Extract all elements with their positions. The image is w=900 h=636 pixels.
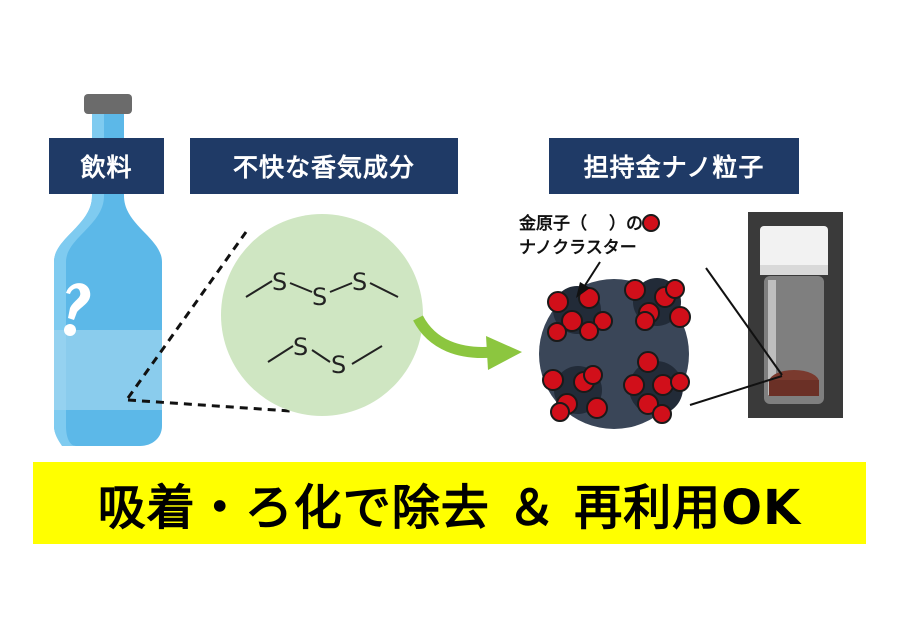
cluster-annotation-line1a: 金原子（ — [519, 214, 587, 234]
sulfur-atom: S — [312, 283, 327, 311]
label-beverage: 飲料 — [49, 138, 164, 194]
pointer-line-vial — [689, 375, 783, 406]
molecule-bonds — [245, 280, 399, 365]
sulfur-atom: S — [272, 268, 287, 296]
pointer-line-cluster — [705, 267, 783, 376]
pointer-arrow — [576, 261, 601, 298]
zoom-line-upper — [126, 231, 248, 399]
summary-banner: 吸着・ろ化で除去 ＆ 再利用OK — [33, 462, 866, 544]
vial-photo — [748, 212, 843, 418]
gold-atom-legend-icon — [642, 214, 660, 232]
summary-banner-text: 吸着・ろ化で除去 ＆ 再利用OK — [97, 480, 802, 536]
green-arrow-icon — [413, 315, 522, 370]
cluster-annotation-line2: ナノクラスター — [519, 238, 637, 258]
sulfur-atom: S — [293, 333, 308, 361]
label-gold-nanoparticles: 担持金ナノ粒子 — [549, 138, 799, 194]
gold-atoms — [542, 279, 691, 424]
sulfur-atom: S — [331, 351, 346, 379]
cluster-annotation: 金原子（ ）の ナノクラスター — [519, 212, 643, 260]
sulfur-atoms: S S S S S — [272, 268, 367, 379]
odor-molecule-circle — [221, 214, 423, 416]
cluster-annotation-line1b: ）の — [609, 214, 643, 234]
sulfur-atom: S — [352, 268, 367, 296]
label-odor-compounds: 不快な香気成分 — [190, 138, 458, 194]
